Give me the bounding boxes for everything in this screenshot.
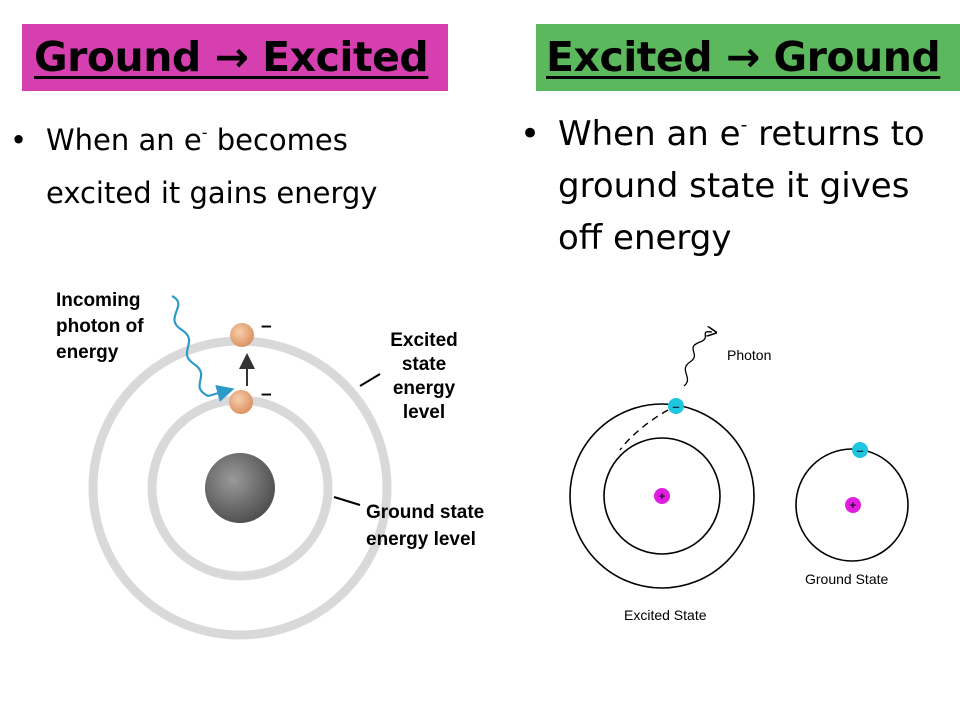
incoming-photon-label-2: photon of (56, 316, 144, 337)
electron-charge-ground: – (261, 384, 272, 405)
nucleus (205, 453, 275, 523)
bullet-left-text: When an e- becomes excited it gains ener… (46, 122, 378, 210)
ground-proton (845, 497, 861, 513)
excited-electron-sign: – (672, 399, 679, 414)
right-atom-diagram: Photon – + Excited State – + Ground Stat… (569, 332, 909, 623)
heading-excited-to-ground: Excited → Ground (536, 24, 960, 91)
incoming-photon-label-1: Incoming (56, 290, 140, 311)
electron-ground (229, 390, 253, 414)
excited-electron (668, 398, 684, 414)
emitted-photon-wave (683, 332, 712, 387)
bullet-right-text: When an e- returns to ground state it gi… (558, 114, 925, 258)
bullet-dot: • (10, 123, 28, 157)
ground-electron (852, 442, 868, 458)
heading-ground-to-excited: Ground → Excited (22, 24, 448, 91)
excited-proton-sign: + (659, 491, 665, 503)
left-atom-diagram: – – Incoming photon of energy Excited st… (56, 290, 484, 640)
bullet-right: • When an e- returns to ground state it … (520, 108, 950, 264)
excited-state-inner-orbit (603, 437, 721, 555)
ground-electron-sign: – (856, 443, 863, 458)
incoming-photon-wave (171, 295, 235, 402)
excited-label-1: Excited (390, 330, 458, 351)
electron-drop-path (619, 409, 669, 451)
excited-label-2: state (402, 354, 446, 375)
photon-label: Photon (727, 347, 771, 363)
excited-state-label: Excited State (624, 607, 707, 623)
ground-proton-sign: + (850, 500, 856, 512)
electron-excited (230, 323, 254, 347)
ground-state-label: Ground State (805, 571, 888, 587)
ground-label-2: energy level (366, 529, 476, 550)
ground-state-orbit (795, 448, 909, 562)
incoming-photon-label-3: energy (56, 342, 119, 363)
ground-label-1: Ground state (366, 502, 484, 523)
excited-label-leader (359, 373, 381, 387)
excited-state-outer-orbit (569, 403, 755, 589)
bullet-left: • When an e- becomes excited it gains en… (10, 114, 430, 220)
bullet-dot: • (520, 114, 541, 154)
excited-label-3: energy (393, 378, 456, 399)
electron-charge-excited: – (261, 316, 272, 337)
excited-label-4: level (403, 402, 445, 423)
ground-label-leader (333, 496, 361, 506)
excited-proton (654, 488, 670, 504)
